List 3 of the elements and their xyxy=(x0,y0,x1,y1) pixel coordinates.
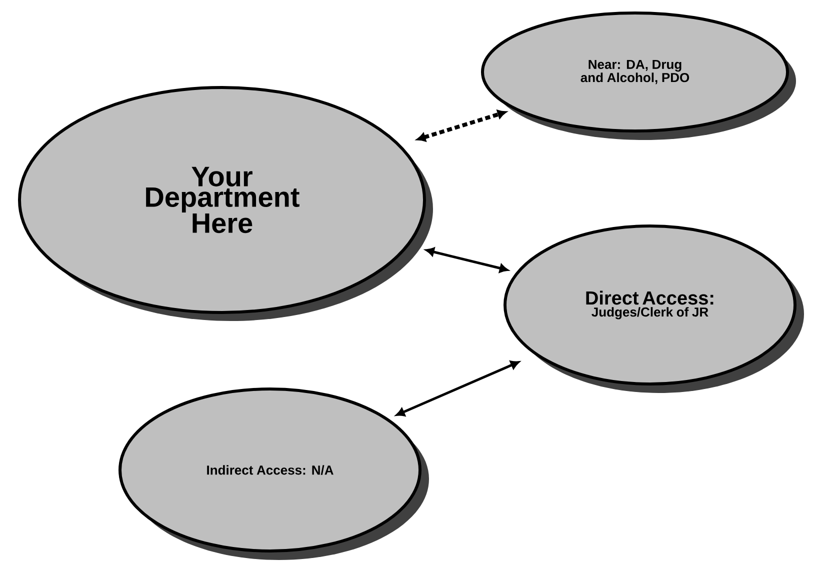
arrow xyxy=(416,110,506,142)
arrow xyxy=(396,360,520,416)
arrow xyxy=(426,248,508,273)
